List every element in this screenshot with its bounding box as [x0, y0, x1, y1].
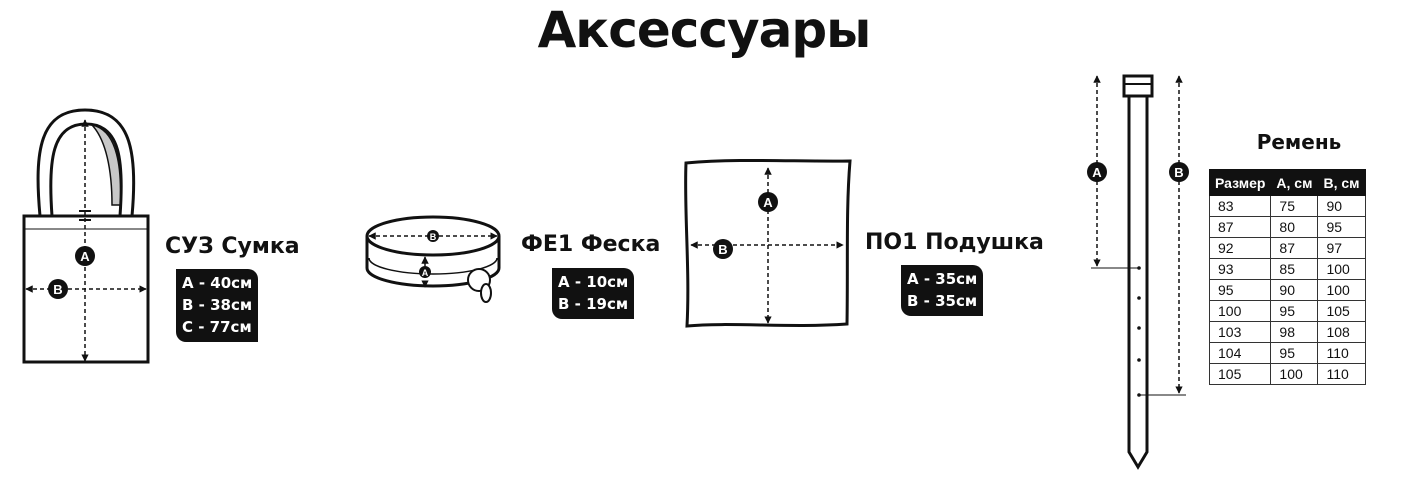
- marker-a-label: A: [763, 195, 773, 210]
- marker-b-label: B: [1174, 165, 1183, 180]
- table-cell: 95: [1317, 216, 1366, 238]
- bag-illustration: A B: [22, 108, 150, 364]
- table-cell: 105: [1208, 363, 1272, 385]
- table-cell: 100: [1208, 300, 1272, 322]
- pillow-dimension-b: В - 35см: [907, 292, 978, 310]
- fez-dimension-b: В - 19см: [558, 295, 629, 313]
- pillow-illustration: A B: [684, 158, 852, 328]
- bag-dimensions: А - 40см В - 38см С - 77см: [176, 269, 259, 342]
- marker-a-icon: [419, 266, 431, 278]
- table-cell: 100: [1317, 258, 1366, 280]
- bag-title: СУЗ Сумка: [165, 234, 300, 259]
- pillow-dimension-a: А - 35см: [907, 270, 978, 288]
- marker-b-icon: [1169, 162, 1189, 182]
- table-cell: 95: [1208, 279, 1272, 301]
- page-title: Аксессуары: [537, 1, 872, 59]
- table-cell: 105: [1317, 300, 1366, 322]
- marker-a-label: A: [80, 249, 90, 264]
- marker-a-icon: [75, 246, 95, 266]
- marker-b-icon: [427, 230, 439, 242]
- marker-b-icon: [48, 279, 68, 299]
- marker-a-icon: [758, 192, 778, 212]
- table-cell: 104: [1208, 342, 1272, 364]
- pillow-title: ПО1 Подушка: [865, 230, 1044, 255]
- table-cell: 108: [1317, 321, 1366, 343]
- marker-a-label: A: [1092, 165, 1102, 180]
- marker-b-label: B: [430, 232, 437, 242]
- table-cell: 95: [1270, 342, 1319, 364]
- marker-a-icon: [1087, 162, 1107, 182]
- marker-a-label: A: [422, 268, 429, 278]
- table-cell: 100: [1317, 279, 1366, 301]
- table-cell: 90: [1270, 279, 1319, 301]
- marker-b-icon: [713, 239, 733, 259]
- table-cell: 90: [1317, 195, 1366, 217]
- bag-dimension-c: С - 77см: [182, 318, 252, 336]
- table-cell: 92: [1208, 237, 1272, 259]
- bag-dimension-a: А - 40см: [182, 274, 253, 292]
- belt-illustration: A B: [1087, 74, 1189, 470]
- table-header-row: Размер А, см В, см: [1208, 169, 1366, 196]
- table-cell: 100: [1270, 363, 1319, 385]
- pillow-dimensions: А - 35см В - 35см: [901, 265, 984, 316]
- table-cell: 110: [1317, 363, 1366, 385]
- column-header: В, см: [1317, 169, 1366, 196]
- bag-dimension-b: В - 38см: [182, 296, 253, 314]
- table-cell: 87: [1208, 216, 1272, 238]
- table-cell: 98: [1270, 321, 1319, 343]
- table-cell: 103: [1208, 321, 1272, 343]
- fez-dimensions: А - 10см В - 19см: [552, 268, 635, 319]
- belt-title: Ремень: [1256, 130, 1342, 154]
- table-cell: 80: [1270, 216, 1319, 238]
- table-cell: 110: [1317, 342, 1366, 364]
- marker-b-label: B: [53, 282, 62, 297]
- table-cell: 75: [1270, 195, 1319, 217]
- fez-dimension-a: А - 10см: [558, 273, 629, 291]
- table-cell: 97: [1317, 237, 1366, 259]
- fez-title: ФЕ1 Феска: [521, 232, 661, 257]
- table-cell: 83: [1208, 195, 1272, 217]
- table-cell: 93: [1208, 258, 1272, 280]
- column-header: А, см: [1270, 169, 1319, 196]
- column-header: Размер: [1208, 169, 1272, 196]
- marker-b-label: B: [718, 242, 727, 257]
- fez-illustration: B A: [365, 215, 501, 303]
- table-cell: 95: [1270, 300, 1319, 322]
- table-cell: 87: [1270, 237, 1319, 259]
- table-cell: 85: [1270, 258, 1319, 280]
